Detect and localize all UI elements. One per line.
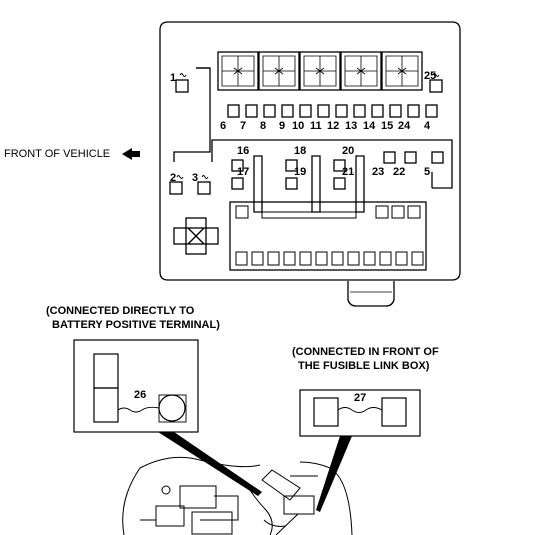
- fuse-3-slot: [197, 181, 211, 195]
- pointer-wedge-left: [158, 432, 262, 496]
- fuse-label-5: 5: [424, 166, 431, 178]
- fuse-label-24: 24: [398, 120, 411, 132]
- fuse-label-27: 27: [354, 392, 367, 404]
- fuse-20-slot: [333, 159, 346, 172]
- relay-connector-block: [229, 201, 427, 271]
- fuse-label-26: 26: [134, 389, 147, 401]
- fuse-22-slot: [404, 151, 417, 164]
- fuse-label-14: 14: [363, 120, 376, 132]
- front-of-vehicle-label: FRONT OF VEHICLE: [4, 148, 111, 160]
- fuse-label-25: 25: [424, 70, 437, 82]
- fuse-label-7: 7: [240, 120, 247, 132]
- engine-bay-sketch: [122, 456, 353, 535]
- fuse-label-22: 22: [393, 166, 406, 178]
- fuse-label-12: 12: [327, 120, 340, 132]
- fuse-label-4: 4: [424, 120, 431, 132]
- pointer-wedge-right: [316, 436, 352, 512]
- fusible-link-row: [217, 51, 423, 91]
- fuse-16-slot: [231, 159, 244, 172]
- fuse-21-slot: [333, 177, 346, 190]
- fuse-label-15: 15: [381, 120, 394, 132]
- bus-strip-3: [355, 155, 365, 213]
- fuse-box-outline: [159, 21, 461, 281]
- fuse-label-23: 23: [372, 166, 385, 178]
- fuse-label-9: 9: [279, 120, 286, 132]
- fusible-caption-line2: THE FUSIBLE LINK BOX): [298, 360, 430, 372]
- relay-left: [173, 217, 219, 255]
- fuse-label-3: 3: [192, 172, 199, 184]
- fuse-18-slot: [285, 159, 298, 172]
- fuse-label-16: 16: [237, 145, 250, 157]
- fusible-connection-detail: [299, 389, 421, 437]
- fuse-label-11: 11: [310, 120, 322, 132]
- fuse-25-slot: [429, 79, 443, 93]
- bus-bar-left: [173, 67, 211, 162]
- battery-caption-line1: (CONNECTED DIRECTLY TO: [46, 305, 195, 317]
- fuse-label-17: 17: [237, 166, 250, 178]
- front-arrow-icon: [122, 148, 140, 160]
- fuse-label-21: 21: [342, 166, 355, 178]
- fuse-label-19: 19: [294, 166, 307, 178]
- fuse-label-6: 6: [220, 120, 227, 132]
- bus-bar-right: [211, 139, 453, 189]
- small-fuse-row: [227, 104, 438, 118]
- fuse-label-20: 20: [342, 145, 355, 157]
- fuse-5-slot: [431, 151, 444, 164]
- bottom-connector-tab: [347, 281, 395, 307]
- fuse-19-slot: [285, 177, 298, 190]
- fuse-2-slot: [169, 181, 183, 195]
- fuse-label-10: 10: [292, 120, 305, 132]
- fuse-label-8: 8: [260, 120, 267, 132]
- fuse-17-slot: [231, 177, 244, 190]
- fuse-label-18: 18: [294, 145, 307, 157]
- fuse-label-1: 1: [170, 72, 177, 84]
- connector-pins-bottom: [235, 251, 424, 266]
- fuse-label-13: 13: [345, 120, 358, 132]
- bus-strip-1: [253, 155, 263, 213]
- fuse-label-2: 2: [170, 172, 177, 184]
- fuse-23-slot: [383, 151, 396, 164]
- fuse-1-slot: [175, 79, 189, 93]
- bus-strip-2: [311, 155, 321, 213]
- fusible-caption-line1: (CONNECTED IN FRONT OF: [292, 346, 439, 358]
- battery-caption-line2: BATTERY POSITIVE TERMINAL): [52, 319, 220, 331]
- battery-connection-detail: [73, 339, 199, 433]
